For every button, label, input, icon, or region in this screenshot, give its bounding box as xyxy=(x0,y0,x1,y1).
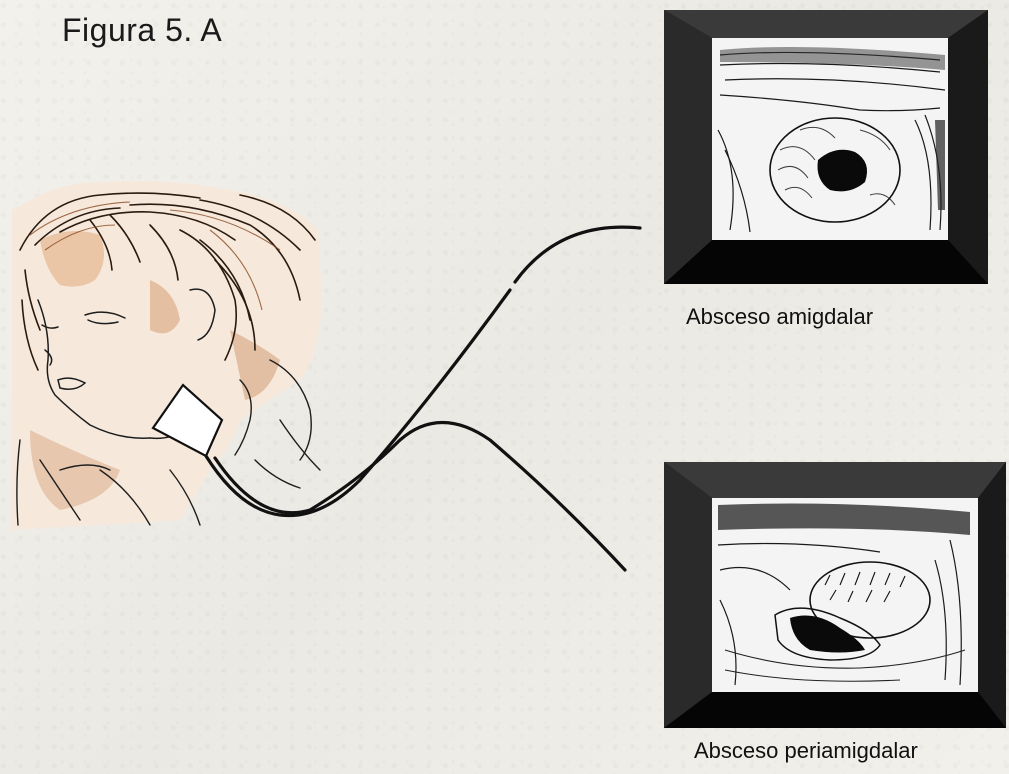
child-sketch xyxy=(12,181,322,530)
top-scan-image xyxy=(712,38,948,240)
bottom-panel-caption: Absceso periamigdalar xyxy=(694,738,918,764)
ultrasound-panel-bottom xyxy=(664,462,1006,728)
ultrasound-panel-top xyxy=(664,10,988,284)
top-panel-caption: Absceso amigdalar xyxy=(686,304,873,330)
